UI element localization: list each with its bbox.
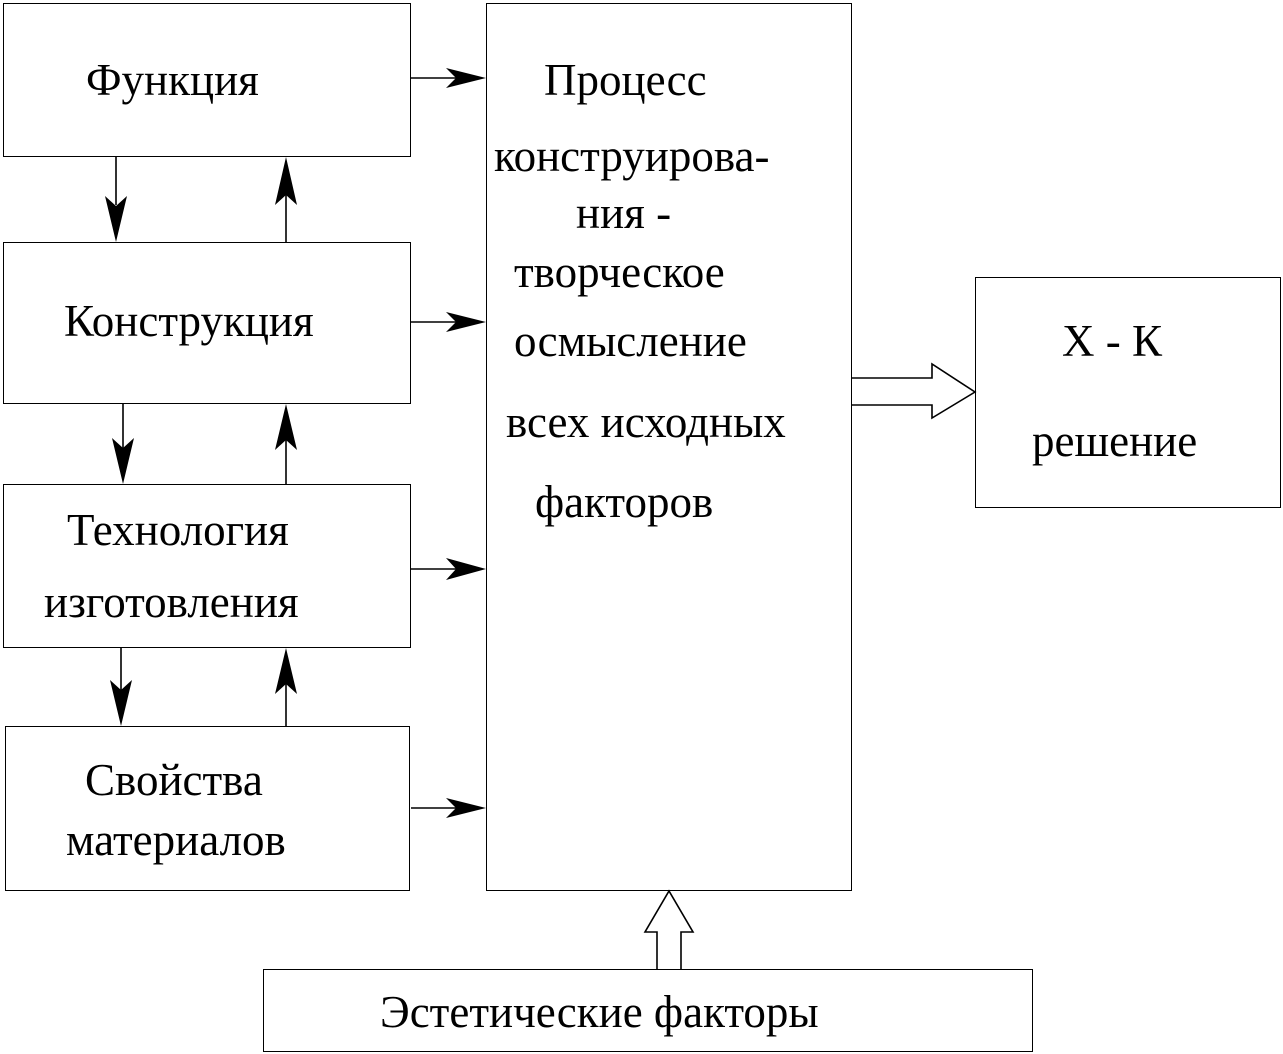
construction-block <box>3 242 411 404</box>
technology-label-line1: Технология <box>67 505 289 555</box>
process-block <box>486 3 852 891</box>
process-label-line7: факторов <box>535 477 714 527</box>
arrow-process-to-result <box>852 362 977 420</box>
process-label-line6: всех исходных <box>506 397 786 447</box>
result-label-line2: решение <box>1032 416 1198 466</box>
materials-block <box>5 726 410 891</box>
technology-block <box>3 484 411 648</box>
technology-label-line2: изготовления <box>44 577 299 627</box>
materials-label-line1: Свойства <box>85 755 263 805</box>
result-label-line1: Х - К <box>1062 316 1162 366</box>
process-label-line3: ния - <box>576 188 672 238</box>
arrow-aesthetic-to-process <box>643 889 695 969</box>
function-label: Функция <box>86 55 259 105</box>
process-label-line4: творческое <box>514 247 725 297</box>
materials-label-line2: материалов <box>66 815 286 865</box>
process-label-line5: осмысление <box>514 316 747 366</box>
function-block <box>3 3 411 157</box>
process-label-line1: Процесс <box>544 55 707 105</box>
process-label-line2: конструирова- <box>494 131 770 181</box>
result-block <box>975 277 1281 508</box>
aesthetic-factors-block <box>263 969 1033 1052</box>
construction-label: Конструкция <box>64 296 314 346</box>
aesthetic-factors-label: Эстетические факторы <box>380 987 819 1037</box>
